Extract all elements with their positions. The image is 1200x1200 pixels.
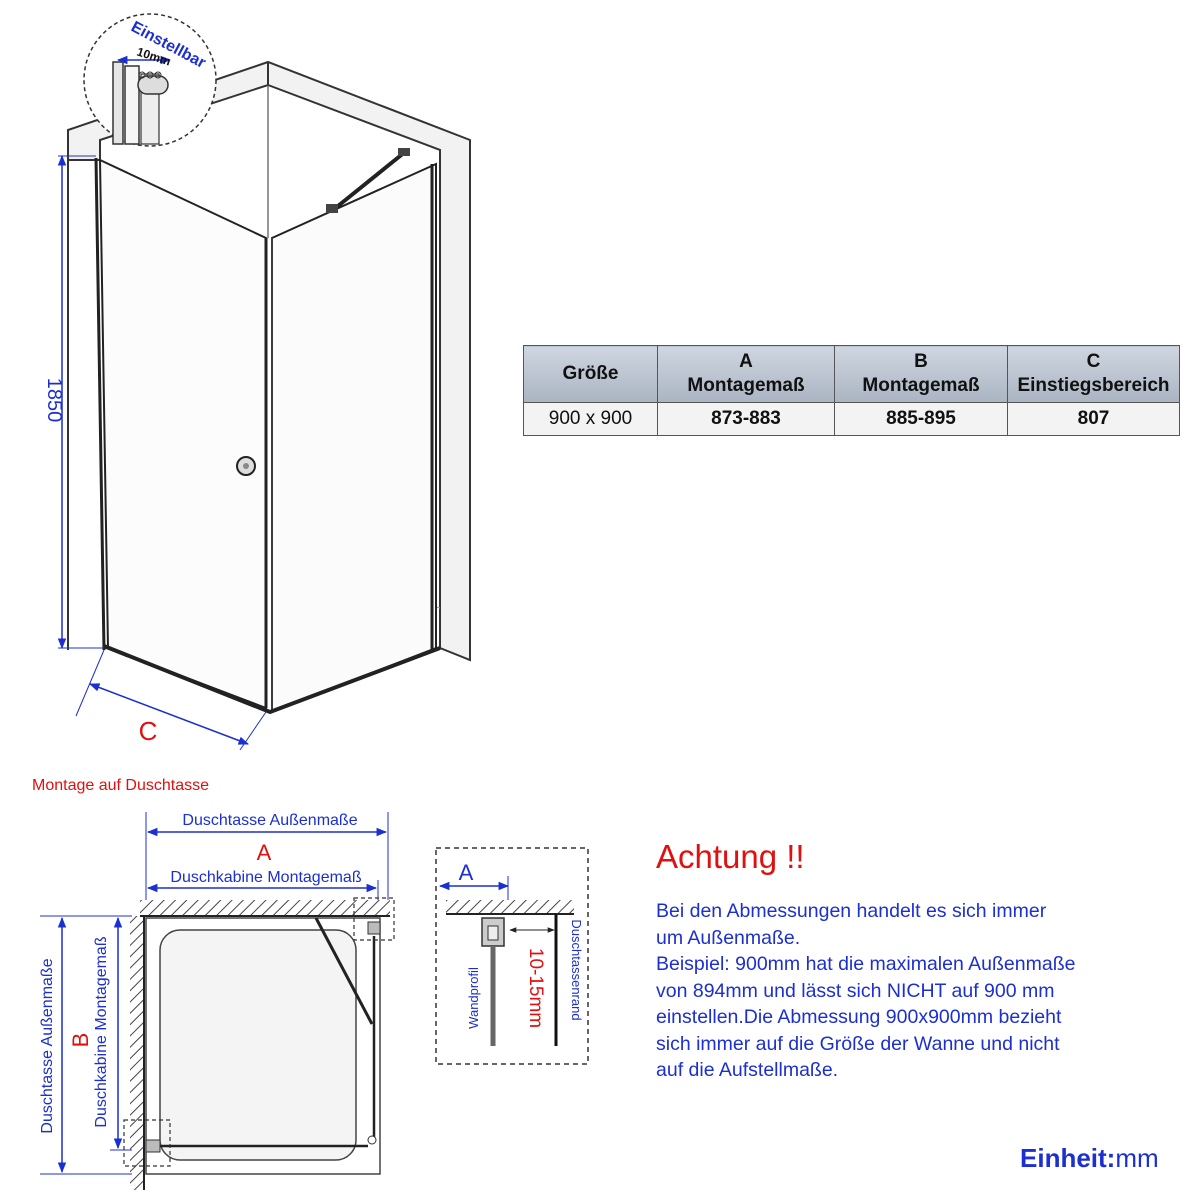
unit-label: Einheit:mm [1020,1143,1159,1173]
warning-text: Bei den Abmessungen handelt es sich imme… [656,898,1176,1084]
note-line: Bei den Abmessungen handelt es sich imme… [656,900,1047,922]
c-dimension-label: C [139,716,158,746]
mount-caption: Montage auf Duschtasse [32,777,209,794]
side-panel [271,162,437,714]
isometric-view: 1850 C Einstellbar 10mm Montage auf Dusc… [32,13,471,794]
note-line: auf die Aufstellmaße. [656,1059,839,1081]
plan-a-label: A [257,840,272,865]
plan-b-label: B [68,1033,93,1048]
wall-profile-label: Wandprofil [466,967,481,1029]
tray-edge-label: Duschtassenrand [569,919,584,1020]
cell-b: 885-895 [834,402,1008,436]
note-line: sich immer auf die Größe der Wanne und n… [656,1032,1060,1055]
note-line: Beispiel: 900mm hat die maximalen Außenm… [656,953,1076,975]
note-line: von 894mm und lässt sich NICHT auf 900 m… [656,979,1055,1002]
adjustable-detail: Einstellbar 10mm [83,13,217,147]
plan-inner-label: Duschkabine Montagemaß [170,869,361,886]
plan-outer-label: Duschtasse Außenmaße [182,812,357,829]
note-line: einstellen.Die Abmessung 900x900mm bezie… [656,1006,1062,1028]
gap-label: 10-15mm [525,948,546,1028]
header-size: Größe [523,345,658,403]
warning-title: Achtung !! [656,838,805,875]
door-panel [98,158,267,710]
wall-profile-detail: A Wandprofil 10-15mm Duschtassenrand [435,847,589,1065]
height-label: 1850 [43,378,65,423]
plan-view: Duschtasse Außenmaße A Duschkabine Monta… [39,812,395,1190]
cell-size: 900 x 900 [523,402,658,436]
plan-left-inner-label: Duschkabine Montagemaß [93,936,110,1127]
table-row: 900 x 900 873-883 885-895 807 [523,402,1180,436]
cell-a: 873-883 [657,402,835,436]
note-line: um Außenmaße. [656,926,801,949]
detail-a-label: A [459,860,474,885]
plan-left-outer-label: Duschtasse Außenmaße [39,958,56,1133]
cell-c: 807 [1007,402,1180,436]
